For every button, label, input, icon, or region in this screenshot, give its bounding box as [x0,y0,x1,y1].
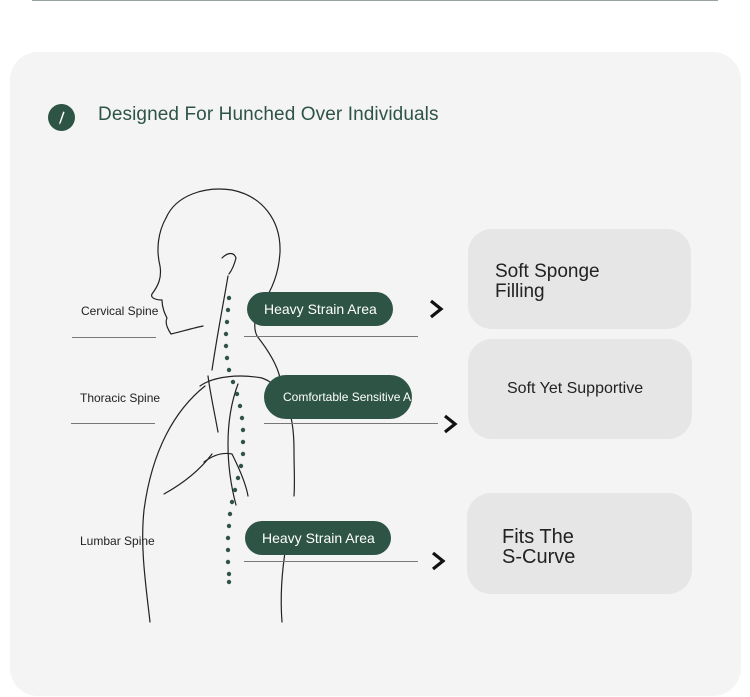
callout-thoracic-comfortable: Comfortable Sensitive Area [264,375,412,419]
chevron-right-icon [444,414,458,434]
page-title: Designed For Hunched Over Individuals [98,104,439,125]
chevron-right-icon [430,299,444,319]
feature-box-soft-supportive [468,339,692,439]
rule-cervical-right [244,336,418,337]
feature-text-soft-supportive: Soft Yet Supportive [507,380,644,397]
rule-thoracic-right [264,423,438,424]
callout-lumbar-heavy-strain: Heavy Strain Area [245,521,391,555]
feature-text-soft-sponge: Soft Sponge Filling [495,261,600,302]
rule-thoracic-left [71,423,155,424]
callout-cervical-heavy-strain: Heavy Strain Area [247,292,393,326]
feature-box-soft-sponge [468,229,691,329]
rule-cervical-left [72,337,156,338]
chevron-right-icon [432,551,446,571]
label-thoracic-spine: Thoracic Spine [80,391,161,405]
label-lumbar-spine: Lumbar Spine [80,534,155,548]
feature-text-s-curve: Fits The S-Curve [502,526,576,568]
pen-icon [48,103,75,131]
label-cervical-spine: Cervical Spine [81,304,159,318]
callout-thoracic-text: Comfortable Sensitive Area [283,390,412,404]
callout-cervical-text: Heavy Strain Area [264,301,377,317]
section-header [48,102,75,132]
feature-box-s-curve [467,493,692,594]
rule-lumbar-right [244,561,418,562]
top-divider [32,0,718,1]
callout-lumbar-text: Heavy Strain Area [262,530,375,546]
